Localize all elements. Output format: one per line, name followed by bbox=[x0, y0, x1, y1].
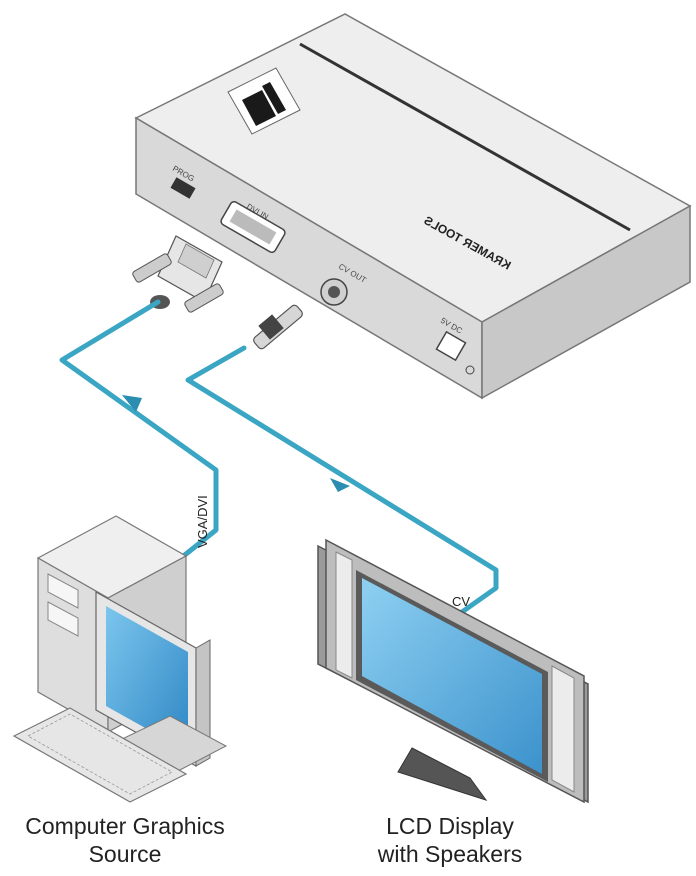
input-cable-label: VGA/DVI bbox=[195, 495, 210, 548]
source-caption-line2: Source bbox=[88, 841, 162, 867]
output-arrow bbox=[330, 478, 350, 492]
lcd-speaker-right bbox=[551, 665, 575, 793]
thumbscrew-right bbox=[184, 283, 224, 313]
kramer-logo bbox=[227, 67, 301, 135]
cables bbox=[59, 299, 499, 615]
display-caption-line1: LCD Display bbox=[386, 813, 514, 839]
lcd-display bbox=[317, 538, 589, 804]
input-cable bbox=[59, 299, 219, 565]
device-side-face bbox=[481, 204, 691, 400]
output-cable-label: CV bbox=[452, 594, 470, 609]
device-top-groove bbox=[299, 42, 631, 232]
rca-connector bbox=[253, 304, 303, 350]
display-caption-line2: with Speakers bbox=[377, 841, 523, 867]
computer-graphics-source bbox=[12, 515, 228, 803]
source-caption: Computer Graphics Source bbox=[0, 812, 250, 868]
kramer-device: KRAMER TOOLS PROG DVI IN CV OUT 5V DC bbox=[134, 13, 692, 400]
lcd-stand bbox=[397, 747, 488, 801]
pc-keyboard bbox=[12, 707, 188, 803]
lcd-screen bbox=[362, 578, 542, 774]
dvi-connector bbox=[132, 235, 224, 313]
lcd-speaker-left bbox=[335, 551, 353, 679]
thumbscrew-left bbox=[132, 253, 172, 283]
source-caption-line1: Computer Graphics bbox=[25, 813, 225, 839]
pc-screen bbox=[106, 606, 188, 752]
pc-monitor bbox=[95, 590, 228, 773]
output-cable bbox=[185, 345, 499, 615]
input-arrow bbox=[122, 395, 142, 412]
display-caption: LCD Display with Speakers bbox=[340, 812, 560, 868]
